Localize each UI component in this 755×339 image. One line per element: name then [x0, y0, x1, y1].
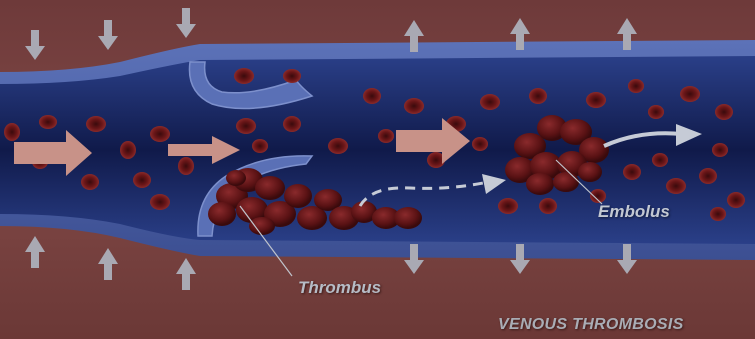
embolus-label: Embolus: [598, 202, 670, 222]
diagram-title: VENOUS THROMBOSIS: [498, 316, 684, 334]
thrombus-label: Thrombus: [298, 278, 381, 298]
